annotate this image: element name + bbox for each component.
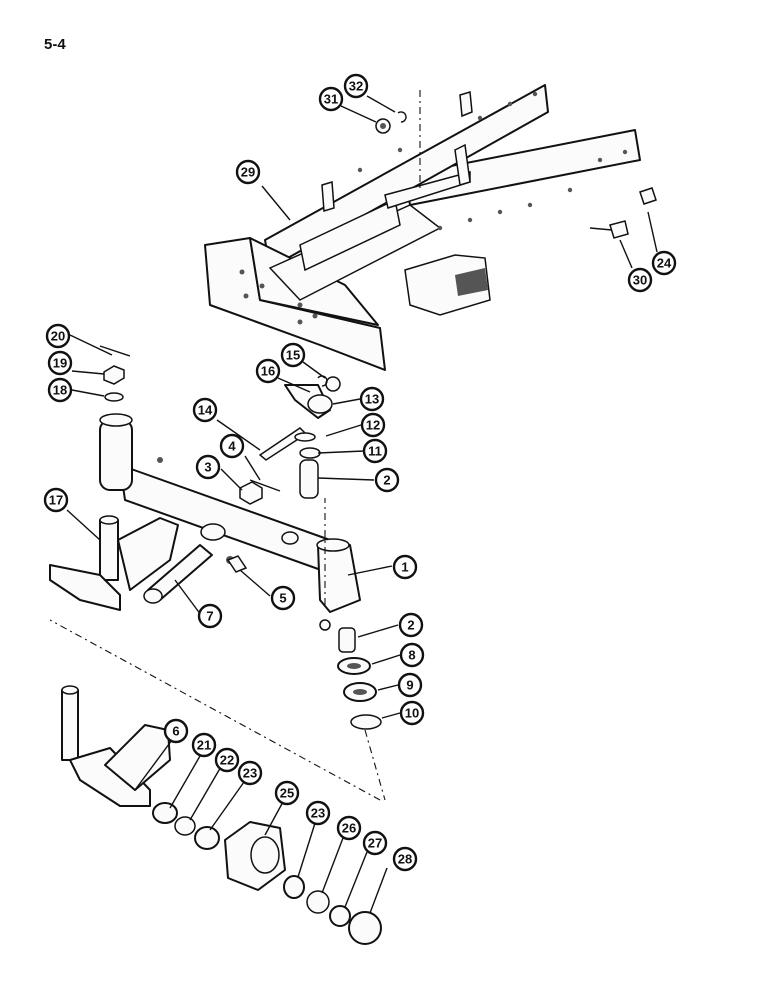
right-kingpin-seals (337, 627, 382, 730)
svg-text:14: 14 (198, 403, 213, 418)
svg-text:21: 21 (197, 738, 211, 753)
callout-24: 24 (651, 250, 677, 276)
callout-20: 20 (45, 323, 71, 349)
callout-29: 29 (235, 159, 261, 185)
callout-8: 8 (399, 642, 425, 668)
svg-text:19: 19 (53, 356, 67, 371)
spindle-lower (61, 685, 171, 807)
svg-text:28: 28 (398, 852, 412, 867)
svg-text:3: 3 (204, 460, 211, 475)
svg-text:20: 20 (51, 329, 65, 344)
callout-30: 30 (627, 267, 653, 293)
callout-9: 9 (397, 672, 423, 698)
callout-21: 21 (191, 732, 217, 758)
callout-16: 16 (255, 358, 281, 384)
svg-text:16: 16 (261, 364, 275, 379)
callout-5: 5 (270, 585, 296, 611)
callout-31: 31 (318, 86, 344, 112)
wheel-hub-assembly (152, 802, 382, 945)
svg-text:17: 17 (49, 493, 63, 508)
callout-7: 7 (197, 603, 223, 629)
page-number: 5-4 (44, 36, 66, 53)
steering-arm-assembly (258, 375, 341, 499)
svg-text:26: 26 (342, 821, 356, 836)
callout-14: 14 (192, 397, 218, 423)
svg-text:11: 11 (368, 444, 382, 459)
svg-text:30: 30 (633, 273, 647, 288)
callout-17: 17 (43, 487, 69, 513)
svg-text:31: 31 (324, 92, 338, 107)
svg-text:18: 18 (53, 383, 67, 398)
callout-2a: 2 (374, 467, 400, 493)
svg-text:7: 7 (206, 609, 213, 624)
svg-text:27: 27 (368, 836, 382, 851)
svg-text:1: 1 (401, 560, 408, 575)
svg-text:23: 23 (311, 806, 325, 821)
svg-text:8: 8 (408, 648, 415, 663)
svg-text:2: 2 (383, 473, 390, 488)
callout-3: 3 (195, 454, 221, 480)
leader-lines (66, 95, 658, 914)
svg-text:12: 12 (366, 418, 380, 433)
spindle-upper (49, 515, 179, 611)
svg-text:24: 24 (657, 256, 672, 271)
callout-2b: 2 (398, 612, 424, 638)
callout-28: 28 (392, 846, 418, 872)
svg-text:23: 23 (243, 766, 257, 781)
svg-text:13: 13 (365, 392, 379, 407)
front-support-frame (204, 84, 641, 371)
callout-15: 15 (280, 342, 306, 368)
assembly-lines (49, 90, 421, 801)
svg-text:25: 25 (280, 786, 294, 801)
callout-12: 12 (360, 412, 386, 438)
callout-27: 27 (362, 830, 388, 856)
svg-text:6: 6 (172, 724, 179, 739)
svg-text:9: 9 (406, 678, 413, 693)
callout-10: 10 (399, 700, 425, 726)
svg-text:10: 10 (405, 706, 419, 721)
callout-1: 1 (392, 554, 418, 580)
callout-19: 19 (47, 350, 73, 376)
svg-text:4: 4 (228, 439, 236, 454)
svg-text:2: 2 (407, 618, 414, 633)
svg-text:15: 15 (286, 348, 300, 363)
svg-text:29: 29 (241, 165, 255, 180)
callout-25: 25 (274, 780, 300, 806)
frame-fasteners (375, 111, 657, 239)
front-axle-beam (99, 413, 361, 631)
callout-32: 32 (343, 73, 369, 99)
callout-4: 4 (219, 433, 245, 459)
callout-18: 18 (47, 377, 73, 403)
callout-23a: 23 (237, 760, 263, 786)
axle-pivot-hardware (143, 479, 281, 604)
callout-26: 26 (336, 815, 362, 841)
callout-22: 22 (214, 747, 240, 773)
svg-text:5: 5 (279, 591, 286, 606)
callout-23b: 23 (305, 800, 331, 826)
svg-text:22: 22 (220, 753, 234, 768)
callout-6: 6 (163, 718, 189, 744)
callout-11: 11 (362, 438, 388, 464)
left-kingpin-hardware (99, 345, 131, 402)
svg-text:32: 32 (349, 79, 363, 94)
callout-13: 13 (359, 386, 385, 412)
